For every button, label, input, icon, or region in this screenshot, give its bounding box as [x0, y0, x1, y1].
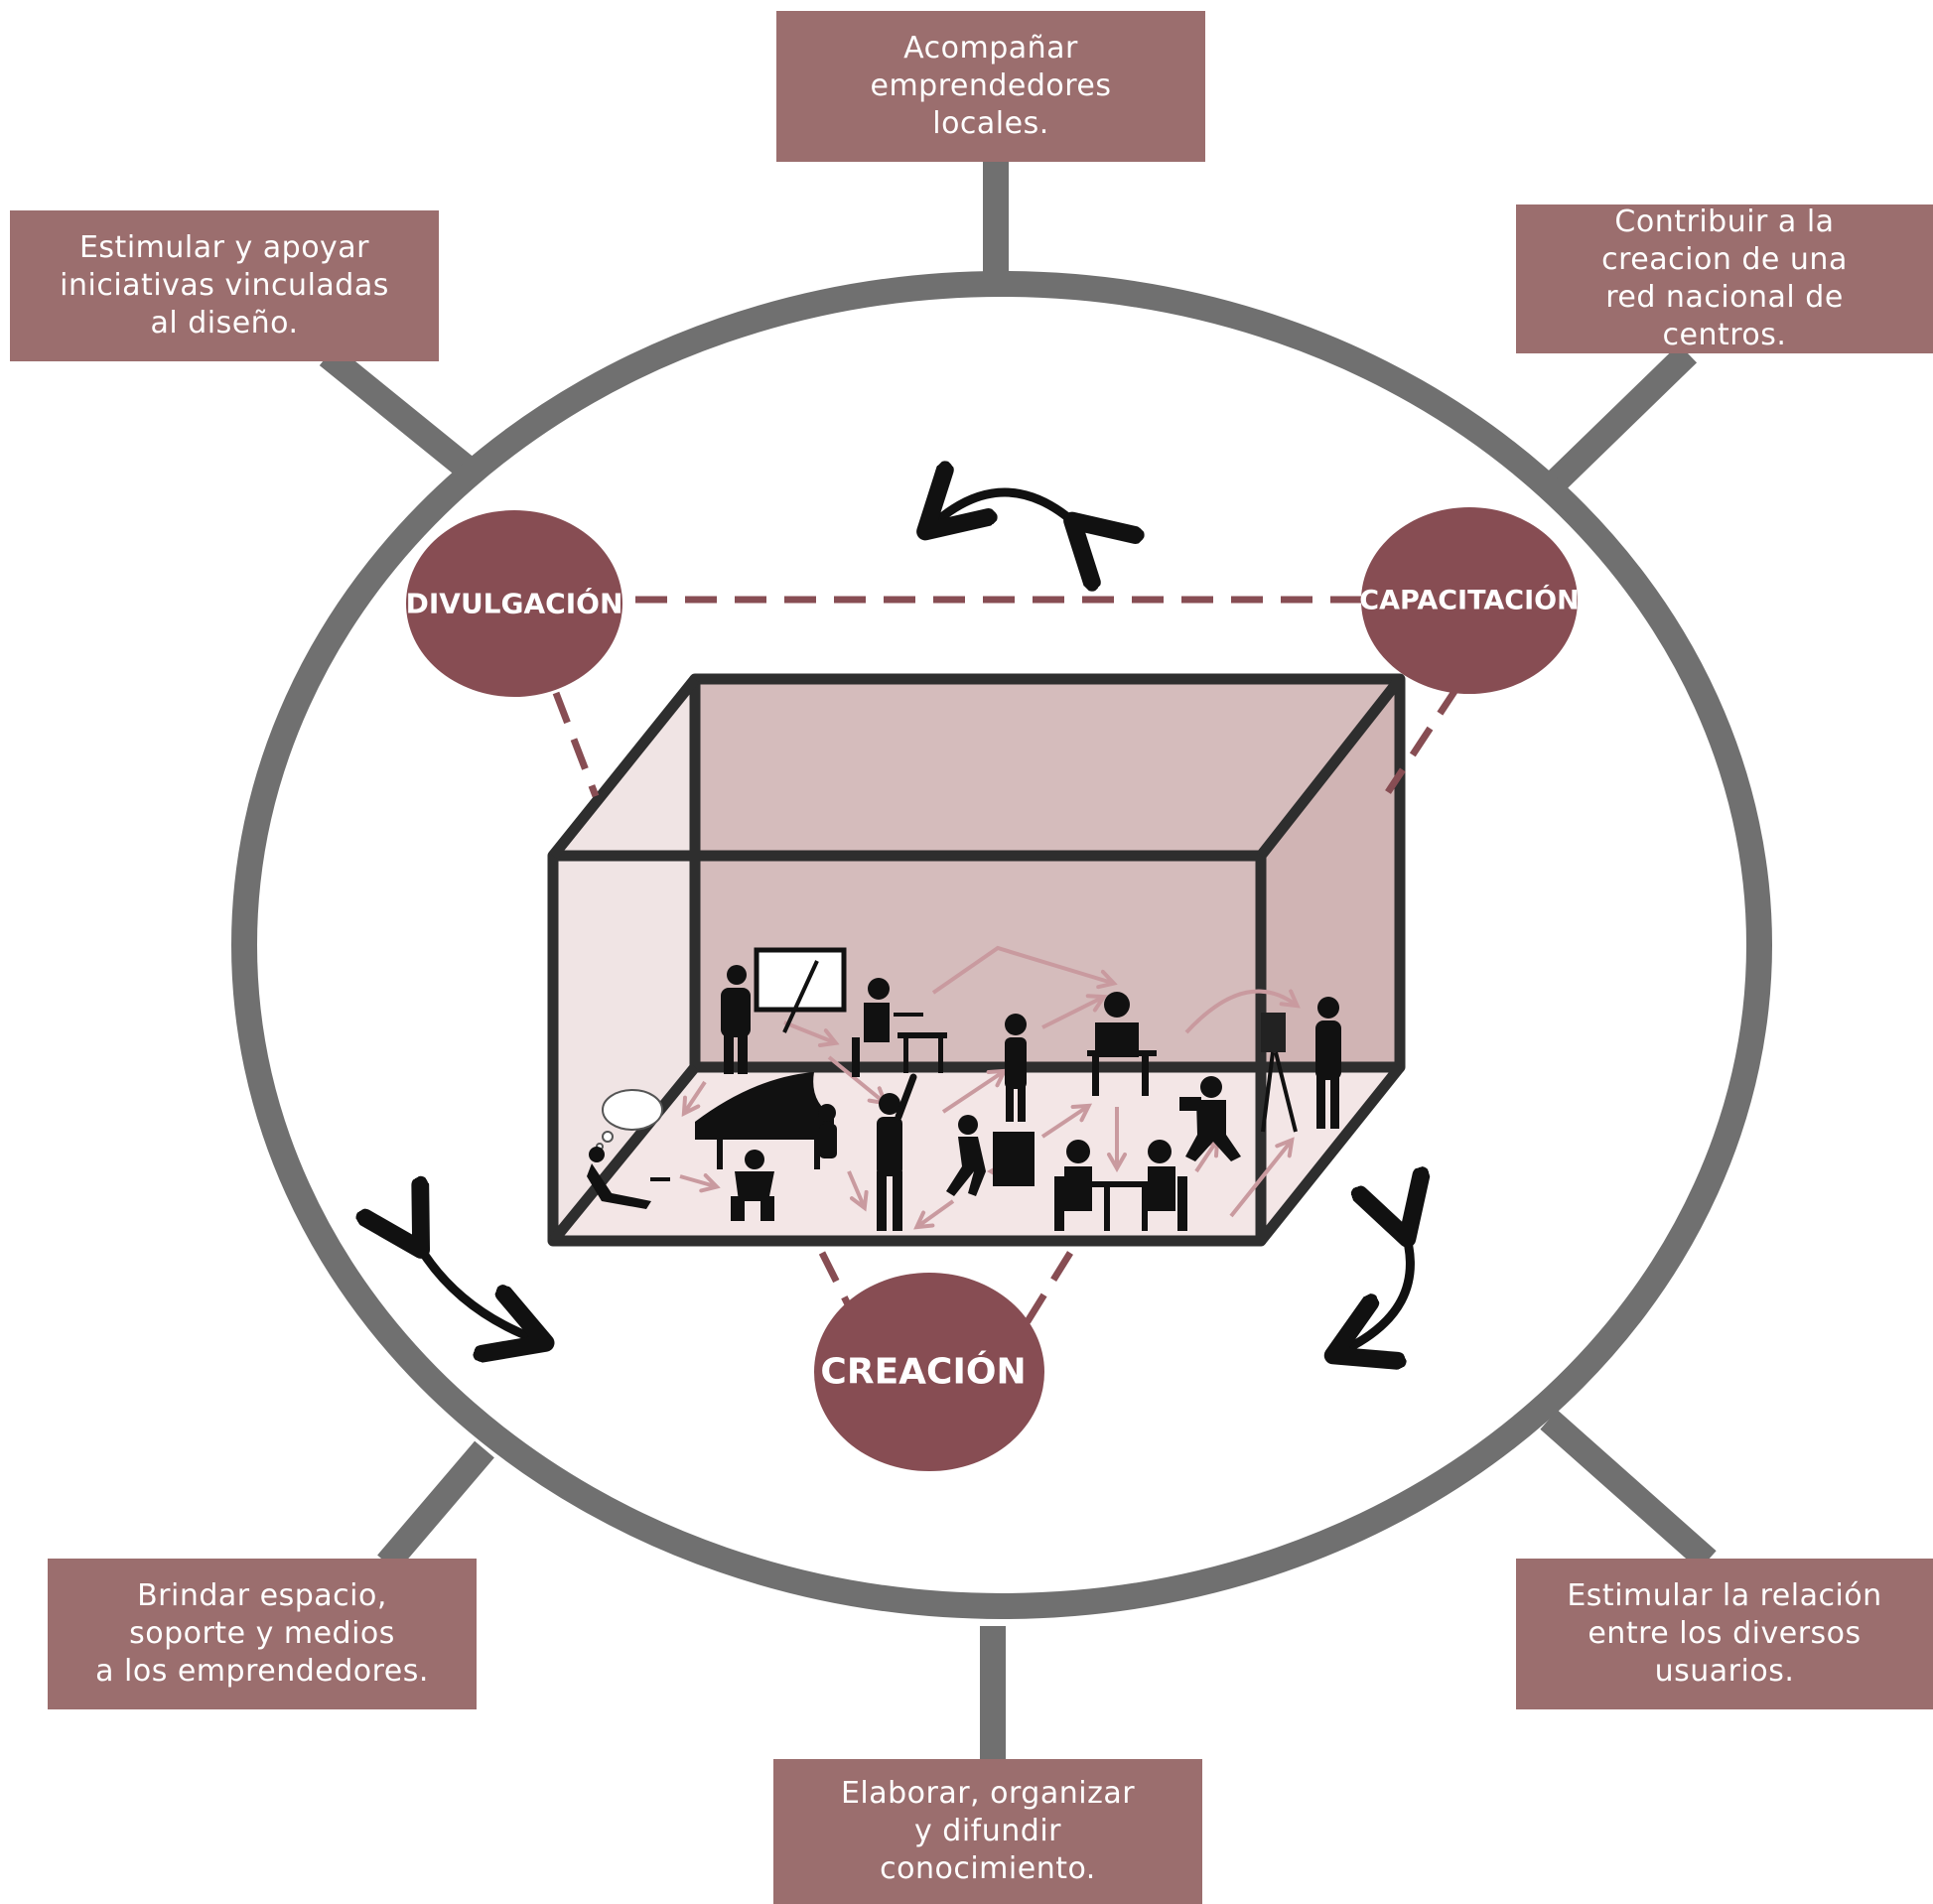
- node-creacion: [814, 1273, 1044, 1471]
- person-silhouette-icon: [852, 978, 947, 1077]
- objective-top-text: Acompañar emprendedores locales.: [870, 31, 1112, 141]
- curved-double-arrow-icon: [417, 1243, 538, 1340]
- person-silhouette-icon: [946, 1115, 1035, 1196]
- person-silhouette-icon: [731, 1150, 774, 1221]
- objective-top-right: Contribuir a la creacion de una red naci…: [1516, 204, 1933, 353]
- room-back-wall: [695, 679, 1400, 1067]
- link-divulgacion-room: [552, 691, 600, 798]
- room-illustration: [547, 673, 1406, 1247]
- spoke-top-left: [319, 344, 483, 485]
- spoke-bottom-left: [377, 1440, 494, 1572]
- person-silhouette-icon: [818, 1104, 837, 1158]
- objective-bottom-right-text: Estimular la relación entre los diversos…: [1567, 1578, 1882, 1689]
- grand-piano-icon: [695, 1072, 834, 1169]
- objective-bottom-text: Elaborar, organizar y difundir conocimie…: [840, 1776, 1136, 1886]
- curved-double-arrow-icon: [1340, 1231, 1410, 1352]
- person-silhouette-icon: [1005, 1014, 1027, 1122]
- link-room-creacion-left: [818, 1251, 854, 1310]
- node-label-divulgacion: DIVULGACIÓN: [405, 587, 623, 620]
- objective-top-right-text: Contribuir a la creacion de una red naci…: [1601, 204, 1848, 352]
- node-links: [552, 596, 1460, 1328]
- objective-bottom-right: Estimular la relación entre los diversos…: [1516, 1559, 1933, 1709]
- interaction-arrows: [679, 945, 1301, 1230]
- person-silhouette-icon: [877, 1073, 917, 1231]
- people-silhouettes: [587, 947, 1341, 1231]
- person-silhouette-icon: [1087, 992, 1157, 1096]
- node-label-capacitacion: CAPACITACIÓN: [1359, 585, 1580, 616]
- node-label-creacion: CREACIÓN: [820, 1351, 1027, 1393]
- cycle-arrows: [417, 492, 1410, 1352]
- spoke-top-right: [1539, 343, 1698, 498]
- person-silhouette-icon: [1315, 997, 1341, 1129]
- curved-double-arrow-icon: [931, 492, 1078, 526]
- objective-bottom: Elaborar, organizar y difundir conocimie…: [773, 1759, 1202, 1904]
- person-silhouette-icon: [1179, 1076, 1241, 1161]
- link-capacitacion-room: [1385, 685, 1460, 794]
- person-silhouette-icon: [1054, 1140, 1157, 1231]
- objective-bottom-left-text: Brindar espacio, soporte y medios a los …: [95, 1578, 429, 1689]
- person-silhouette-icon: [721, 965, 751, 1074]
- objective-top: Acompañar emprendedores locales.: [776, 11, 1205, 162]
- objective-bottom-left: Brindar espacio, soporte y medios a los …: [48, 1559, 477, 1709]
- objective-top-left: Estimular y apoyar iniciativas vinculada…: [10, 210, 439, 361]
- spoke-bottom-right: [1540, 1410, 1717, 1570]
- objective-top-left-text: Estimular y apoyar iniciativas vinculada…: [60, 230, 389, 340]
- node-divulgacion: [406, 510, 622, 697]
- spokes: [319, 159, 1717, 1759]
- person-silhouette-icon: [1148, 1140, 1187, 1231]
- node-capacitacion: [1361, 507, 1578, 694]
- easel-icon: [1261, 1013, 1298, 1133]
- outer-ring: [231, 271, 1772, 1619]
- link-room-creacion-right: [1022, 1251, 1073, 1328]
- person-silhouette-icon: [587, 1147, 670, 1209]
